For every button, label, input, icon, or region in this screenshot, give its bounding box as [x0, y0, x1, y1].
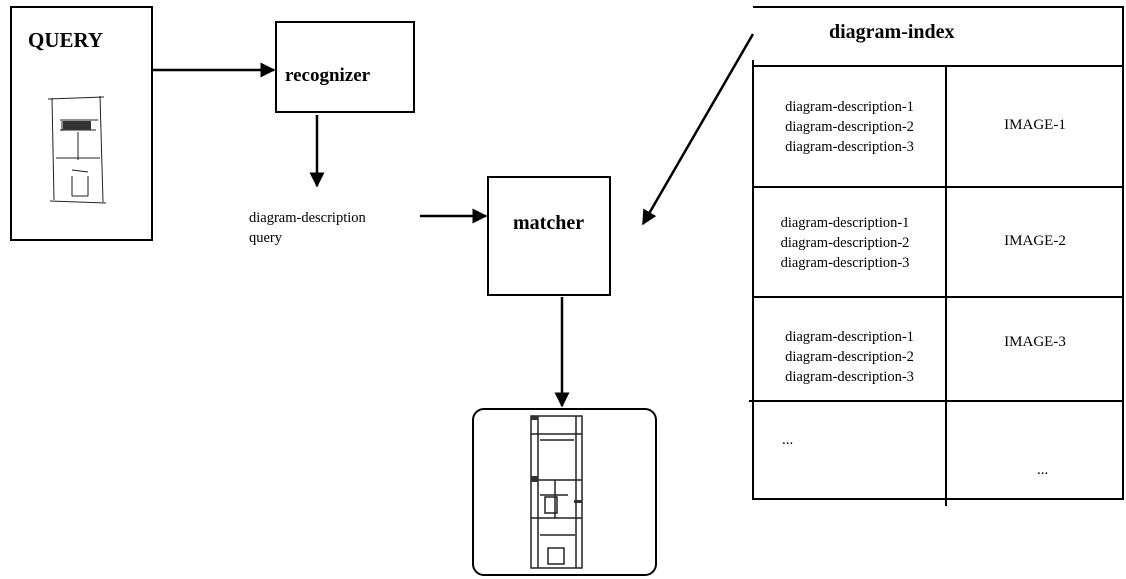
index-row-2-description-2: diagram-description-2 [780, 235, 910, 251]
index-row-3-description-3: diagram-description-3 [785, 369, 914, 385]
index-row-2-description-1: diagram-description-1 [780, 215, 910, 231]
diagram-index-table: diagram-index [753, 6, 1124, 500]
index-row-1-descriptions: diagram-description-1 diagram-descriptio… [753, 97, 946, 157]
index-row-3-description-2: diagram-description-2 [785, 349, 914, 365]
index-row-3-description-1: diagram-description-1 [785, 329, 914, 345]
index-row-2-image-label: IMAGE-2 [1004, 233, 1066, 249]
query-title: QUERY [28, 28, 104, 52]
description-query-line1: diagram-description [249, 210, 366, 226]
description-query-line2: query [249, 230, 283, 246]
arrow-index-to-matcher [641, 33, 755, 226]
result-image-box [472, 408, 657, 576]
recognizer-label: recognizer [285, 65, 371, 86]
index-row-1-description-2: diagram-description-2 [785, 119, 914, 135]
description-query-label: diagram-description query [249, 208, 366, 248]
index-row-1-description-3: diagram-description-3 [785, 139, 914, 155]
recognizer-box: recognizer [275, 21, 415, 113]
index-row-2-descriptions: diagram-description-1 diagram-descriptio… [750, 213, 940, 273]
matcher-label: matcher [513, 212, 585, 234]
index-ellipsis-right: ... [1037, 462, 1049, 478]
index-row-3-descriptions: diagram-description-1 diagram-descriptio… [753, 327, 946, 387]
matcher-box: matcher [487, 176, 611, 296]
index-row-1-description-1: diagram-description-1 [785, 99, 914, 115]
query-box: QUERY [10, 6, 153, 241]
index-ellipsis-left: ... [782, 432, 794, 448]
index-row-2-description-3: diagram-description-3 [780, 255, 910, 271]
index-row-3-image-label: IMAGE-3 [1004, 334, 1066, 350]
diagram-index-title: diagram-index [829, 21, 955, 43]
index-row-1-image-label: IMAGE-1 [1004, 117, 1066, 133]
